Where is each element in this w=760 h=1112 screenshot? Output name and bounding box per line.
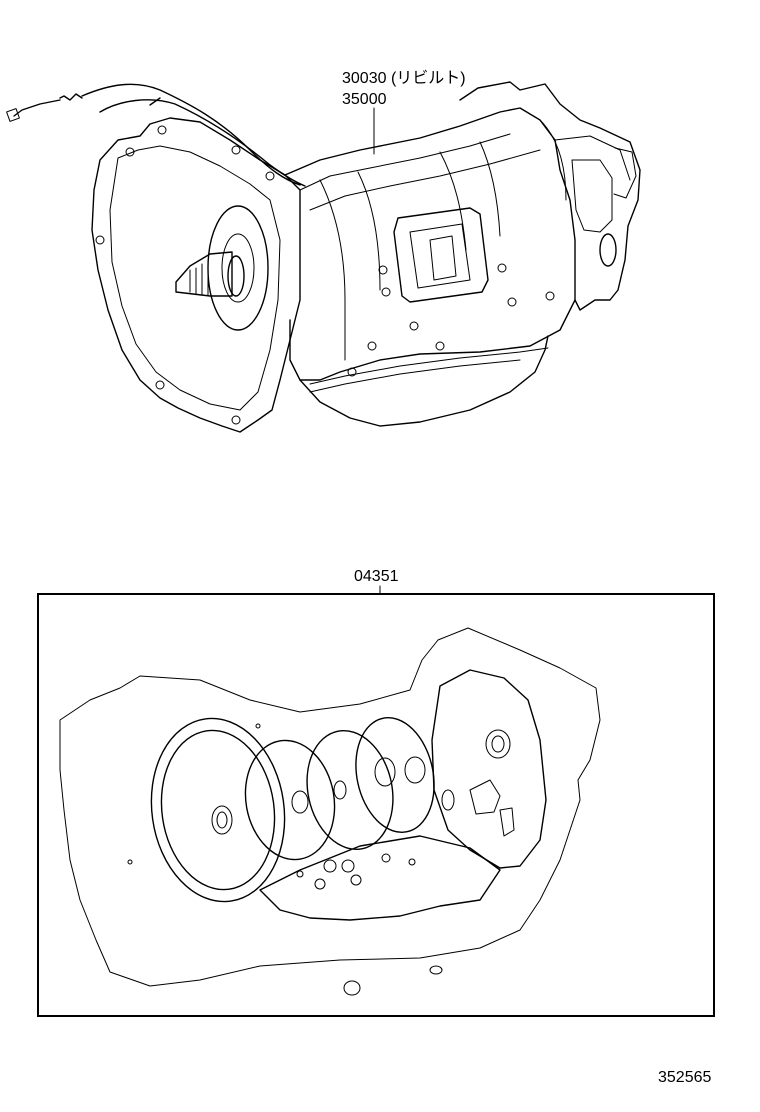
o-rings (127, 723, 443, 996)
valve-body-gasket (259, 835, 501, 921)
gasket-kit-illustration[interactable] (59, 627, 601, 996)
extension-housing (459, 81, 641, 311)
piston-seal-1 (244, 739, 336, 861)
piston-seal-3 (355, 717, 435, 833)
extension-housing-gasket (431, 669, 547, 869)
case-bolts (347, 263, 555, 377)
transmission-case (284, 107, 576, 381)
diagram-number: 352565 (658, 1069, 711, 1086)
bell-bolt-holes (95, 125, 275, 425)
label-part-35000[interactable]: 35000 (342, 91, 387, 108)
piston-seal-2 (306, 729, 394, 851)
front-pump-gasket (150, 717, 286, 903)
transmission-assembly-illustration[interactable] (6, 81, 641, 433)
input-shaft (175, 205, 269, 331)
shift-cable (6, 83, 306, 187)
bell-housing (91, 117, 301, 433)
label-part-30030[interactable]: 30030 (リビルト) (342, 69, 466, 87)
oil-pan (299, 335, 549, 427)
label-part-04351[interactable]: 04351 (354, 568, 399, 585)
gasket-holes (296, 853, 416, 890)
gasket-kit-frame (37, 593, 715, 1017)
valve-body-window (393, 207, 489, 303)
